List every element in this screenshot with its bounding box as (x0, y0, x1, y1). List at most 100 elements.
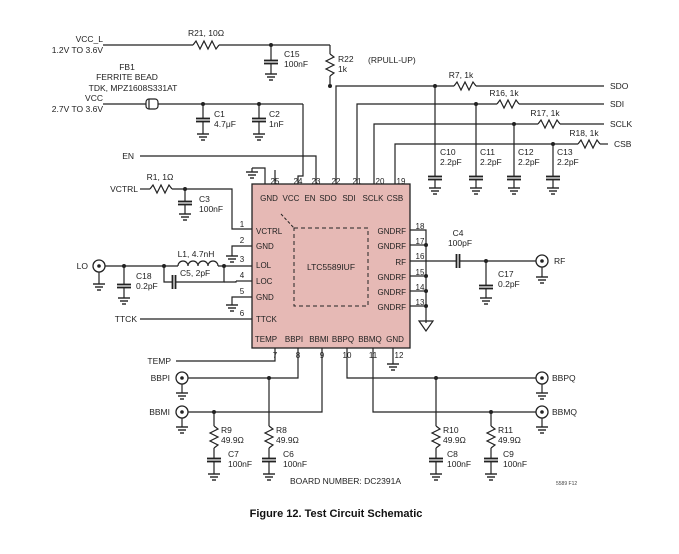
bbmq-label: BBMQ (552, 407, 577, 417)
capacitor-c5 (171, 274, 177, 290)
pin-num-4: 4 (240, 271, 245, 280)
resistor-r9 (208, 425, 220, 449)
c11-ref: C11 (480, 147, 495, 157)
ic-part-number: LTC5589IUF (307, 262, 355, 272)
resistor-r11 (485, 425, 497, 449)
fb1-ref: FB1 (119, 62, 135, 72)
r9-ref: R9 (221, 425, 232, 435)
c8-val: 100nF (447, 459, 471, 469)
pin-num-17: 17 (416, 237, 425, 246)
r17-label: R17, 1k (530, 108, 560, 118)
q-channel: R10 49.9Ω C8 100nF BBPQ R11 49.9Ω C9 100… (346, 348, 577, 481)
capacitor-c17 (478, 284, 494, 290)
pin-name-17: GNDRF (378, 242, 407, 251)
figure-caption: Figure 12. Test Circuit Schematic (250, 508, 423, 520)
ic-ltc5589: LTC5589IUF GND VCC EN SDO SDI SCLK CSB 2… (240, 177, 425, 360)
pin-name-8: BBPI (285, 335, 303, 344)
en-label: EN (122, 151, 134, 161)
pin-name-14: GNDRF (378, 288, 407, 297)
vctrl-net: VCTRL R1, 1Ω C3 100nF (110, 172, 252, 263)
pin-name-10: BBPQ (332, 335, 354, 344)
inductor-l1 (177, 260, 219, 267)
vcc-l-supply: VCC_L 1.2V TO 3.6V R21, 10Ω C15 100nF R2… (52, 28, 416, 88)
c7-val: 100nF (228, 459, 252, 469)
lo-net: LO C18 0.2pF L1, 4.7nH C5, 2pF (77, 249, 252, 312)
vcc-range: 2.7V TO 3.6V (52, 104, 104, 114)
c9-val: 100nF (503, 459, 527, 469)
c11-val: 2.2pF (480, 157, 502, 167)
c4-val: 100pF (448, 238, 472, 248)
r22-ref: R22 (338, 54, 354, 64)
c6-ref: C6 (283, 449, 294, 459)
spi-lines: R7, 1k SDO R16, 1k SDI R17, 1k SCLK R18,… (335, 70, 633, 195)
c17-ref: C17 (498, 269, 514, 279)
capacitor-c8 (428, 457, 444, 463)
pin-name-22: SDO (319, 194, 336, 203)
c18-ref: C18 (136, 271, 152, 281)
r11-ref: R11 (498, 425, 513, 435)
capacitor-c9 (483, 457, 499, 463)
c8-ref: C8 (447, 449, 458, 459)
pin-name-21: SDI (342, 194, 355, 203)
capacitor-c3 (177, 200, 193, 206)
r16-label: R16, 1k (489, 88, 519, 98)
pin-name-4: LOC (256, 277, 273, 286)
pin-num-2: 2 (240, 236, 245, 245)
rf-net: C4 100pF C17 0.2pF RF (410, 228, 565, 333)
pin-name-2: GND (256, 242, 274, 251)
vcc-label: VCC (85, 93, 103, 103)
capacitor-c10 (427, 175, 443, 181)
c5-label: C5, 2pF (180, 268, 210, 278)
resistor-r18 (577, 138, 601, 150)
c15-val: 100nF (284, 59, 308, 69)
ferrite-bead-fb1 (145, 98, 159, 110)
resistor-r22 (324, 53, 336, 77)
c17-val: 0.2pF (498, 279, 520, 289)
c10-ref: C10 (440, 147, 456, 157)
fb1-type: FERRITE BEAD (96, 72, 158, 82)
pullup-label: (RPULL-UP) (368, 55, 416, 65)
pin-num-6: 6 (240, 309, 245, 318)
pin-num-18: 18 (416, 222, 425, 231)
r9-val: 49.9Ω (221, 435, 244, 445)
pin-name-6: TTCK (256, 315, 278, 324)
r7-label: R7, 1k (449, 70, 474, 80)
board-number: BOARD NUMBER: DC2391A (290, 476, 401, 486)
resistor-r17 (537, 118, 561, 130)
c6-val: 100nF (283, 459, 307, 469)
r8-val: 49.9Ω (276, 435, 299, 445)
pin-num-16: 16 (416, 252, 425, 261)
vcc-l-range: 1.2V TO 3.6V (52, 45, 104, 55)
sclk-label: SCLK (610, 119, 633, 129)
pin-name-11: BBMQ (358, 335, 382, 344)
r21-label: R21, 10Ω (188, 28, 224, 38)
c4-ref: C4 (453, 228, 464, 238)
l1-label: L1, 4.7nH (178, 249, 215, 259)
capacitor-c12 (506, 175, 522, 181)
pin-name-3: LOL (256, 261, 272, 270)
capacitor-c6 (261, 457, 277, 463)
pin-name-1: VCTRL (256, 227, 283, 236)
resistor-r8 (263, 425, 275, 449)
pin-num-14: 14 (416, 283, 425, 292)
pin-name-12: GND (386, 335, 404, 344)
pin-num-13: 13 (416, 298, 425, 307)
resistor-r7 (453, 80, 477, 92)
vcc-l-label: VCC_L (76, 34, 104, 44)
resistor-r1 (149, 183, 173, 195)
r10-val: 49.9Ω (443, 435, 466, 445)
c12-val: 2.2pF (518, 157, 540, 167)
pin-name-25: GND (260, 194, 278, 203)
capacitor-c13 (545, 175, 561, 181)
r11-val: 49.9Ω (498, 435, 521, 445)
capacitor-c1 (195, 117, 211, 123)
c3-ref: C3 (199, 194, 210, 204)
pin-name-23: EN (304, 194, 315, 203)
bbpi-label: BBPI (151, 373, 170, 383)
vctrl-label: VCTRL (110, 184, 138, 194)
resistor-r10 (430, 425, 442, 449)
pin-num-19: 19 (397, 177, 406, 186)
c13-ref: C13 (557, 147, 573, 157)
c7-ref: C7 (228, 449, 239, 459)
c1-val: 4.7μF (214, 119, 236, 129)
